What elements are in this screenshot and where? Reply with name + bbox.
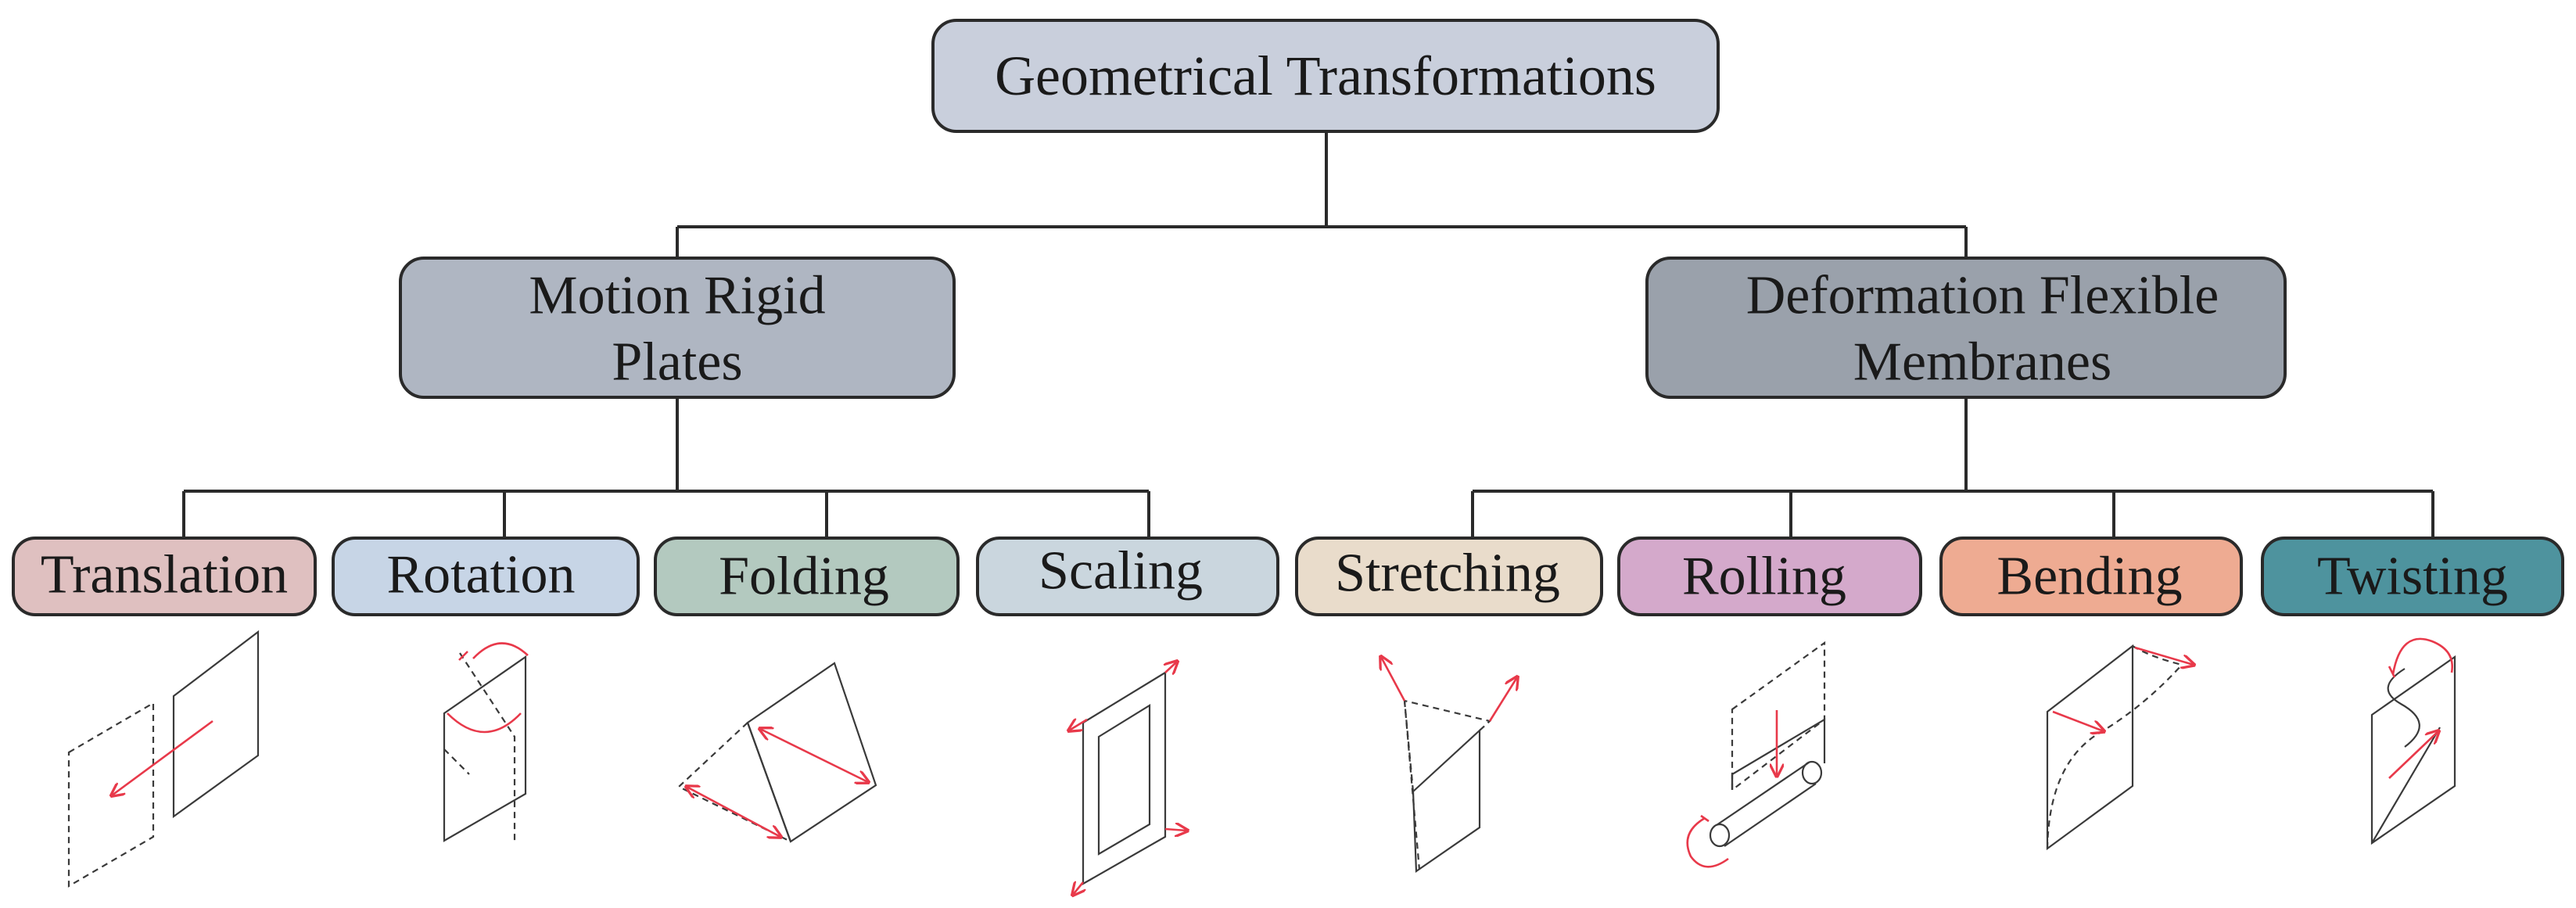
leaf-node-stretching: Stretching bbox=[1295, 537, 1603, 616]
leaf-node-box bbox=[1295, 537, 1603, 616]
leaf-node-label: Translation bbox=[41, 545, 288, 605]
leaf-node-label: Scaling bbox=[1039, 541, 1203, 601]
connectors bbox=[182, 131, 2434, 538]
leaf-node-box bbox=[12, 537, 317, 616]
leaf-node-box bbox=[2261, 537, 2564, 616]
group-node-label-line2: Plates bbox=[612, 332, 742, 393]
group-node-label-line2: Membranes bbox=[1853, 332, 2111, 393]
folding-icon bbox=[677, 662, 877, 843]
leaf-node-box bbox=[1939, 537, 2243, 616]
root-node: Geometrical Transformations bbox=[931, 19, 1720, 133]
leaf-node-box bbox=[654, 537, 960, 616]
leaf-node-label: Rotation bbox=[386, 545, 575, 605]
leaf-node-box bbox=[1617, 537, 1922, 616]
scaling-icon bbox=[1069, 662, 1187, 895]
leaf-node-folding: Folding bbox=[654, 537, 960, 616]
root-node-label: Geometrical Transformations bbox=[995, 45, 1656, 107]
leaf-node-box bbox=[976, 537, 1279, 616]
group-node-motion-rigid-plates: Motion Rigid Plates bbox=[399, 257, 956, 399]
root-node-box bbox=[931, 19, 1720, 133]
group-node-label-line1: Motion Rigid bbox=[529, 266, 825, 326]
leaf-node-translation: Translation bbox=[12, 537, 317, 616]
rotation-icon bbox=[443, 642, 529, 843]
translation-icon bbox=[67, 630, 260, 888]
leaf-node-label: Bending bbox=[1997, 547, 2182, 607]
leaf-node-twisting: Twisting bbox=[2261, 537, 2564, 616]
group-node-deformation-flexible-membranes: Deformation Flexible Membranes bbox=[1645, 257, 2287, 399]
group-node-label-line1: Deformation Flexible bbox=[1746, 266, 2219, 326]
twisting-icon bbox=[2370, 637, 2456, 845]
leaf-node-label: Twisting bbox=[2317, 547, 2508, 607]
leaf-node-rolling: Rolling bbox=[1617, 537, 1922, 616]
leaf-node-label: Rolling bbox=[1682, 547, 1846, 607]
rolling-icon bbox=[1686, 641, 1826, 868]
leaf-node-label: Folding bbox=[719, 547, 889, 607]
group-node-box bbox=[399, 257, 956, 399]
leaf-node-box bbox=[332, 537, 640, 616]
leaf-node-rotation: Rotation bbox=[332, 537, 640, 616]
leaf-node-scaling: Scaling bbox=[976, 537, 1279, 616]
leaf-node-bending: Bending bbox=[1939, 537, 2243, 616]
stretching-icon bbox=[1381, 657, 1517, 874]
group-node-box bbox=[1645, 257, 2287, 399]
leaf-node-label: Stretching bbox=[1335, 544, 1560, 604]
bending-icon bbox=[2046, 644, 2194, 851]
